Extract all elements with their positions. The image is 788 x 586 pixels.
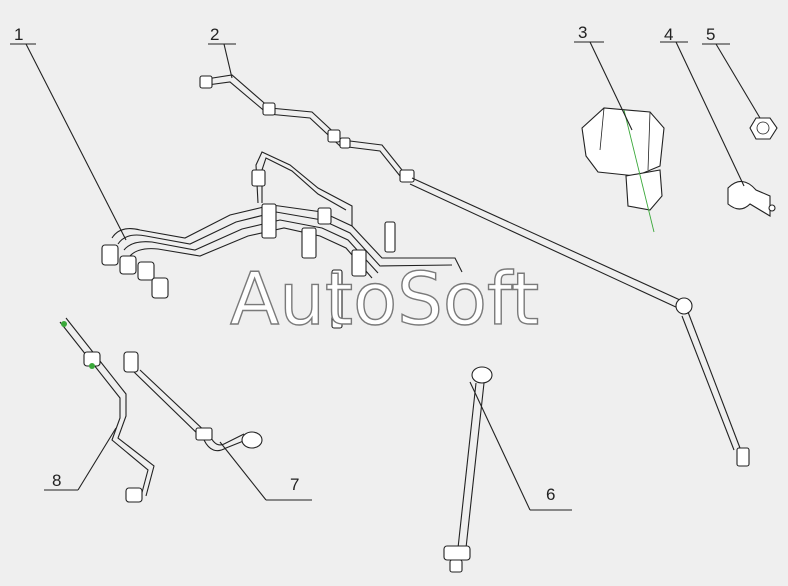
- part-8-tip-marker: [61, 321, 67, 327]
- part-6-banjo-tube: [443, 366, 493, 573]
- callout-7: 7: [290, 475, 299, 494]
- callout-4: 4: [664, 25, 673, 44]
- part-8-sensor-line: [59, 317, 155, 503]
- callout-6: 6: [546, 485, 555, 504]
- leader-lines: [10, 41, 761, 511]
- watermark-text: AutoSoft: [230, 257, 539, 341]
- callout-8: 8: [52, 471, 61, 490]
- part-8-marker: [89, 363, 95, 369]
- part-5-nut: [749, 117, 778, 140]
- callout-2: 2: [210, 25, 219, 44]
- callout-1: 1: [14, 25, 23, 44]
- callout-3: 3: [578, 23, 587, 42]
- part-3-center-axis: [623, 109, 655, 233]
- part-4-clip: [727, 180, 776, 217]
- part-1-injection-pipe-bundle: [101, 151, 463, 329]
- part-2-return-line: [199, 74, 750, 467]
- part-3-adapter: [581, 107, 665, 233]
- callout-5: 5: [706, 25, 715, 44]
- part-7-pipe: [123, 351, 263, 452]
